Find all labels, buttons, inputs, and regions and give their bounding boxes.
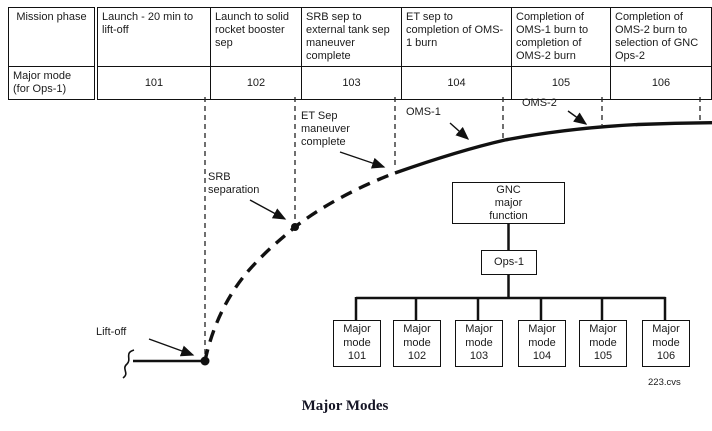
major-mode-106-label: Major mode 106 <box>652 323 680 363</box>
mode-cell-105: 105 <box>511 66 611 100</box>
ops1-label: Ops-1 <box>494 256 524 268</box>
table-row: Mission phase Launch - 20 min to lift-of… <box>8 7 712 67</box>
phase-cell-103: SRB sep to external tank sep maneuver co… <box>301 7 402 67</box>
phase-cell-101: Launch - 20 min to lift-off <box>95 7 211 67</box>
mode-cell-101: 101 <box>95 66 211 100</box>
figure-id: 223.cvs <box>648 377 681 388</box>
mission-phase-table: Mission phase Launch - 20 min to lift-of… <box>8 7 712 100</box>
figure-caption: Major Modes <box>301 398 389 414</box>
gnc-major-function-label: GNC major function <box>489 183 528 222</box>
phase-cell-104: ET sep to completion of OMS-1 burn <box>401 7 512 67</box>
major-mode-102-box: Major mode 102 <box>393 320 441 367</box>
trajectory-curve-solid <box>394 121 712 175</box>
oms1-arrow <box>449 122 470 140</box>
phase-cell-102: Launch to solid rocket booster sep <box>210 7 302 67</box>
major-mode-106-box: Major mode 106 <box>642 320 690 367</box>
srb-sep-arrow <box>249 199 287 220</box>
major-mode-103-label: Major mode 103 <box>465 323 493 363</box>
mode-row-header-cell: Major mode (for Ops-1) <box>8 66 98 100</box>
mode-cell-104: 104 <box>401 66 512 100</box>
mode-cell-103: 103 <box>301 66 402 100</box>
major-mode-104-box: Major mode 104 <box>518 320 566 367</box>
major-mode-103-box: Major mode 103 <box>455 320 503 367</box>
major-mode-105-label: Major mode 105 <box>589 323 617 363</box>
gnc-major-function-box: GNC major function <box>452 182 565 224</box>
major-mode-102-label: Major mode 102 <box>403 323 431 363</box>
liftoff-arrow <box>148 338 195 357</box>
phase-cell-105: Completion of OMS-1 burn to completion o… <box>511 7 611 67</box>
oms2-arrow <box>567 110 588 125</box>
mode-cell-102: 102 <box>210 66 302 100</box>
major-mode-105-box: Major mode 105 <box>579 320 627 367</box>
ops1-box: Ops-1 <box>481 250 537 275</box>
break-squiggle <box>122 349 135 379</box>
oms2-label: OMS-2 <box>522 97 557 109</box>
oms1-label: OMS-1 <box>406 106 441 118</box>
phase-boundary-dashed-lines <box>204 97 701 355</box>
liftoff-label: Lift-off <box>96 326 127 338</box>
callout-arrows <box>148 110 588 357</box>
phase-cell-106: Completion of OMS-2 burn to selection of… <box>610 7 712 67</box>
trajectory-curve-dashed <box>203 171 396 362</box>
major-mode-104-label: Major mode 104 <box>528 323 556 363</box>
srb-sep-point <box>291 223 299 231</box>
major-mode-101-box: Major mode 101 <box>333 320 381 367</box>
table-row: Major mode (for Ops-1) 101 102 103 104 1… <box>8 66 712 100</box>
tree-connectors <box>354 222 667 320</box>
et-sep-arrow <box>339 151 386 169</box>
et-sep-label: ET Sep maneuver complete <box>301 110 350 148</box>
mode-cell-106: 106 <box>610 66 712 100</box>
corner-header-cell: Mission phase <box>8 7 98 67</box>
srb-separation-label: SRB separation <box>208 171 260 196</box>
liftoff-point <box>200 356 210 366</box>
major-mode-101-label: Major mode 101 <box>343 323 371 363</box>
